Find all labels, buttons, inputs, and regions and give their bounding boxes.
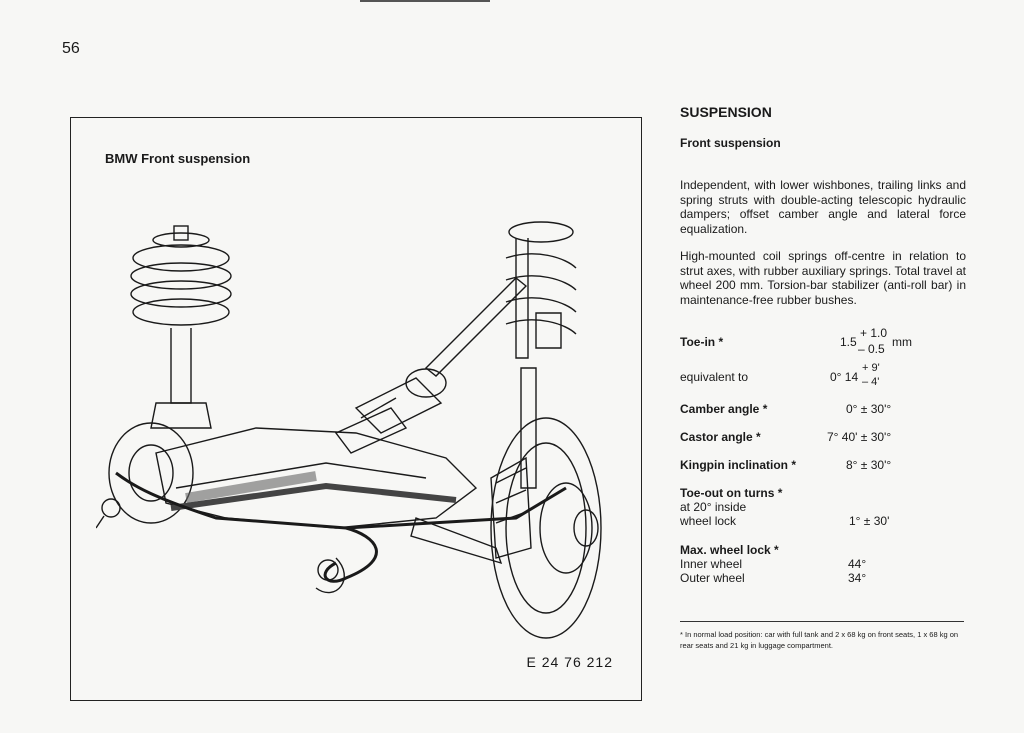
kingpin-label: Kingpin inclination * — [680, 458, 796, 472]
max-lock-label: Max. wheel lock * — [680, 543, 779, 557]
right-coil-spring — [505, 221, 577, 489]
sub-title: Front suspension — [680, 136, 781, 150]
toe-out-line1: at 20° inside — [680, 500, 747, 514]
footnote-rule — [680, 621, 964, 622]
top-rule — [360, 0, 490, 2]
toe-out-label: Toe-out on turns * — [680, 486, 783, 500]
camber-label: Camber angle * — [680, 402, 768, 416]
toe-in-minus: – 0.5 — [858, 342, 885, 356]
right-brake-disc — [490, 417, 602, 639]
toe-out-value: 1° ± 30' — [849, 514, 890, 528]
toe-out-line2: wheel lock — [680, 514, 737, 528]
equivalent-plus: + 9' — [862, 362, 880, 374]
castor-value: 7° 40' ± 30'° — [827, 430, 892, 444]
inner-wheel-label: Inner wheel — [680, 557, 743, 571]
kingpin-value: 8° ± 30'° — [846, 458, 892, 472]
paragraph-1: Independent, with lower wishbones, trail… — [680, 178, 966, 236]
paragraph-2: High-mounted coil springs off-centre in … — [680, 249, 966, 307]
steering-column — [334, 277, 528, 454]
camber-value: 0° ± 30'° — [846, 402, 892, 416]
figure-code: E 24 76 212 — [526, 654, 613, 670]
castor-label: Castor angle * — [680, 430, 761, 444]
page-number: 56 — [62, 40, 80, 57]
toe-in-base: 1.5 — [840, 335, 857, 349]
footnote: * In normal load position: car with full… — [680, 630, 959, 650]
toe-in-label: Toe-in * — [680, 335, 724, 349]
figure-title: BMW Front suspension — [105, 151, 251, 166]
toe-in-unit: mm — [892, 335, 912, 349]
left-strut — [150, 328, 212, 429]
inner-wheel-value: 44° — [848, 557, 867, 571]
equivalent-label: equivalent to — [680, 370, 749, 384]
equivalent-minus: – 4' — [862, 376, 880, 388]
toe-in-plus: + 1.0 — [860, 326, 888, 340]
outer-wheel-value: 34° — [848, 571, 867, 585]
left-coil-spring — [130, 225, 232, 326]
right-lower-arm — [315, 517, 503, 594]
left-wheel-hub — [96, 422, 194, 529]
section-title: SUSPENSION — [680, 104, 772, 120]
equivalent-base: 0° 14 — [830, 370, 859, 384]
outer-wheel-label: Outer wheel — [680, 571, 745, 585]
suspension-illustration — [96, 221, 602, 639]
figure-frame: BMW Front suspension — [70, 117, 642, 701]
